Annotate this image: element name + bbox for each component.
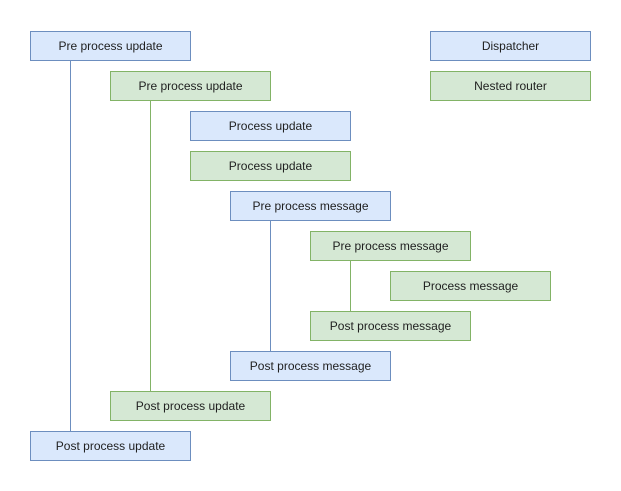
connector-n6-to-n8 [350,261,351,311]
node-process-update-blue[interactable]: Process update [190,111,351,141]
node-post-process-update-green[interactable]: Post process update [110,391,271,421]
node-pre-process-message-blue[interactable]: Pre process message [230,191,391,221]
node-post-process-message-blue[interactable]: Post process message [230,351,391,381]
node-process-update-green[interactable]: Process update [190,151,351,181]
node-process-message-green[interactable]: Process message [390,271,551,301]
node-label: Process message [422,279,519,293]
node-label: Post process update [135,399,246,413]
legend-item-label: Dispatcher [481,39,540,53]
node-post-process-update-blue[interactable]: Post process update [30,431,191,461]
node-label: Pre process update [138,79,243,93]
node-pre-process-message-green[interactable]: Pre process message [310,231,471,261]
connector-n2-to-n10 [150,101,151,391]
connector-n1-to-n11 [70,61,71,431]
node-pre-process-update-green[interactable]: Pre process update [110,71,271,101]
node-label: Post process message [329,319,452,333]
legend-item-label: Nested router [474,79,547,93]
node-label: Process update [228,119,313,133]
legend-item-dispatcher[interactable]: Dispatcher [430,31,591,61]
node-label: Process update [228,159,313,173]
node-label: Pre process update [58,39,163,53]
node-label: Pre process message [252,199,369,213]
node-label: Post process update [55,439,166,453]
node-label: Pre process message [332,239,449,253]
node-pre-process-update-blue[interactable]: Pre process update [30,31,191,61]
legend-item-nested-router[interactable]: Nested router [430,71,591,101]
connector-n5-to-n9 [270,221,271,351]
node-label: Post process message [249,359,372,373]
node-post-process-message-green[interactable]: Post process message [310,311,471,341]
